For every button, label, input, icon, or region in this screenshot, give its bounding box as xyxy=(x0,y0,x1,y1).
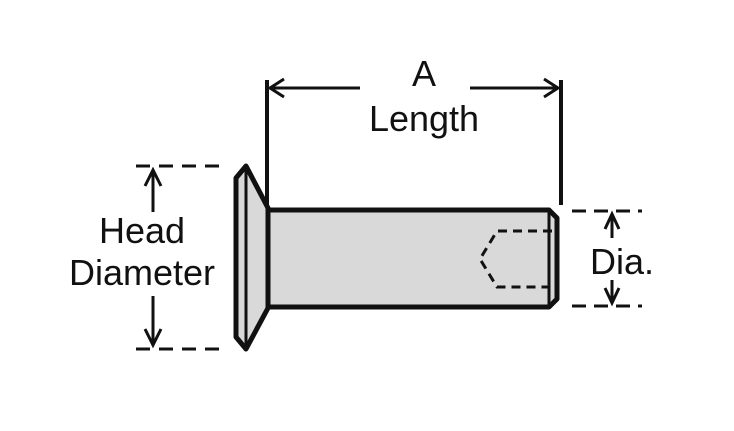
dia-arrowhead-bottom xyxy=(603,287,621,307)
pin xyxy=(233,163,560,352)
dia-arrowhead-top xyxy=(603,210,621,230)
dimension-a-label: A xyxy=(412,53,436,94)
head-label-line1: Head xyxy=(99,210,185,251)
length-arrowhead-right xyxy=(543,77,561,99)
head-arrowhead-top xyxy=(143,166,163,187)
hidden-drill-hole xyxy=(478,229,552,289)
dia-dimension: Dia. xyxy=(572,209,654,308)
length-arrowhead-left xyxy=(267,77,285,99)
length-label: Length xyxy=(369,98,479,139)
length-dimension: A Length xyxy=(265,53,563,205)
pin-shank xyxy=(265,207,560,310)
pin-head xyxy=(233,163,271,352)
dia-label: Dia. xyxy=(590,241,654,282)
head-label-line2: Diameter xyxy=(69,252,215,293)
head-diameter-dimension: Head Diameter xyxy=(69,164,222,351)
head-arrowhead-bottom xyxy=(143,328,163,349)
